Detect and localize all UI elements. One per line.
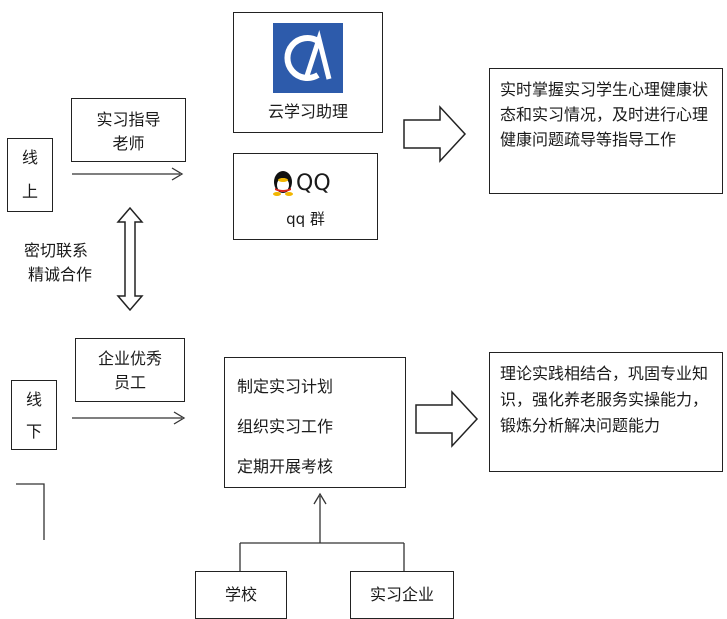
link-text-line1: 密切联系 <box>24 241 89 260</box>
offline-side-label-2: 下 <box>26 422 43 441</box>
online-role-line1: 实习指导 <box>96 110 161 129</box>
task-item: 定期开展考核 <box>237 457 334 476</box>
offline-result-box: 理论实践相结合，巩固专业知识，强化养老服务实操能力，锻炼分析解决问题能力 <box>489 352 723 472</box>
offline-side-box: 线 下 <box>11 380 57 450</box>
online-side-box: 线 上 <box>7 138 53 212</box>
cloud-assistant-label: 云学习助理 <box>267 102 348 121</box>
online-role-line2: 老师 <box>112 134 145 153</box>
offline-side-label-1: 线 <box>26 390 43 409</box>
school-box: 学校 <box>195 571 287 619</box>
online-result-arrow <box>403 105 467 163</box>
qq-group-box: QQ qq 群 <box>233 153 378 240</box>
offline-arrow-head <box>173 411 186 425</box>
cloud-assistant-logo-icon <box>273 23 343 93</box>
online-result-box: 实时掌握实习学生心理健康状态和实习情况，及时进行心理健康问题疏导等指导工作 <box>489 68 723 194</box>
up-arrow-head <box>313 492 327 505</box>
company-label: 实习企业 <box>369 585 434 604</box>
online-arrow-head <box>171 167 184 181</box>
task-item: 组织实习工作 <box>237 417 334 436</box>
offline-result-arrow <box>415 390 479 448</box>
online-role-box: 实习指导 老师 <box>71 98 186 162</box>
offline-role-box: 企业优秀 员工 <box>75 338 185 402</box>
offline-role-line1: 企业优秀 <box>97 349 162 368</box>
cloud-assistant-box: 云学习助理 <box>233 12 383 133</box>
link-text-line2: 精诚合作 <box>28 265 93 284</box>
bidirectional-arrow <box>116 206 144 312</box>
tasks-box: 制定实习计划 组织实习工作 定期开展考核 <box>224 357 406 488</box>
qq-penguin-icon <box>272 170 294 196</box>
online-side-label-2: 上 <box>22 182 39 201</box>
company-box: 实习企业 <box>350 571 454 619</box>
school-label: 学校 <box>224 585 257 604</box>
online-result-text: 实时掌握实习学生心理健康状态和实习情况，及时进行心理健康问题疏导等指导工作 <box>500 80 709 149</box>
online-side-label-1: 线 <box>22 148 39 167</box>
corner-mark <box>16 483 45 540</box>
offline-role-line2: 员工 <box>113 373 146 392</box>
qq-logo-text: QQ <box>296 171 331 196</box>
offline-result-text: 理论实践相结合，巩固专业知识，强化养老服务实操能力，锻炼分析解决问题能力 <box>500 364 709 435</box>
task-item: 制定实习计划 <box>237 377 334 396</box>
qq-group-label: qq 群 <box>286 210 325 228</box>
